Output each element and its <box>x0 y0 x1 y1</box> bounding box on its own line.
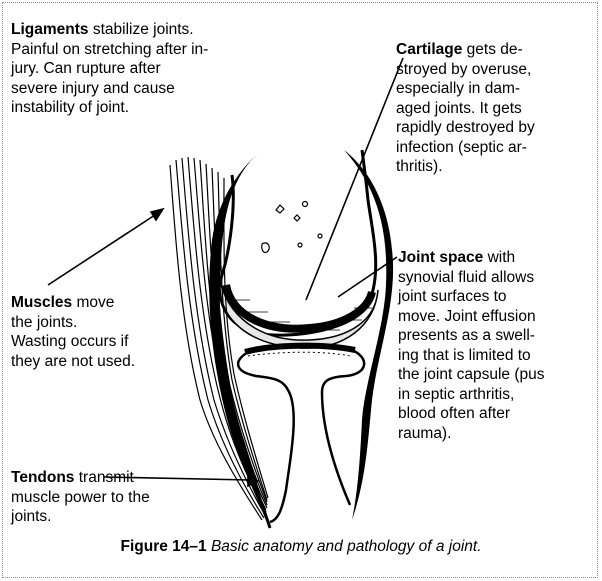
lower-cartilage <box>245 346 355 352</box>
joint-space-label: Joint space with synovial fluid allows j… <box>398 248 544 443</box>
cartilage-label: Cartilage gets de- stroyed by overuse, e… <box>396 40 535 177</box>
tendons-term: Tendons <box>11 469 74 486</box>
cartilage-description: gets de- stroyed by overuse, especially … <box>396 41 535 175</box>
joint-space-term: Joint space <box>398 249 483 266</box>
figure-caption-label: Figure 14–1 <box>120 538 206 555</box>
ligaments-label: Ligaments stabilize joints. Painful on s… <box>11 20 208 118</box>
cartilage-term: Cartilage <box>396 41 462 58</box>
tendons-label: Tendons transmit muscle power to the joi… <box>11 468 150 527</box>
lower-cartilage-dots <box>248 352 350 356</box>
muscles-label: Muscles move the joints. Wasting occurs … <box>11 293 135 371</box>
ligaments-term: Ligaments <box>11 21 89 38</box>
figure-caption-text: Basic anatomy and pathology of a joint. <box>207 538 482 555</box>
figure-caption: Figure 14–1 Basic anatomy and pathology … <box>0 537 602 556</box>
joint-space-description: with synovial fluid allows joint surface… <box>398 249 544 442</box>
upper-bone <box>220 150 376 335</box>
muscles-term: Muscles <box>11 294 72 311</box>
